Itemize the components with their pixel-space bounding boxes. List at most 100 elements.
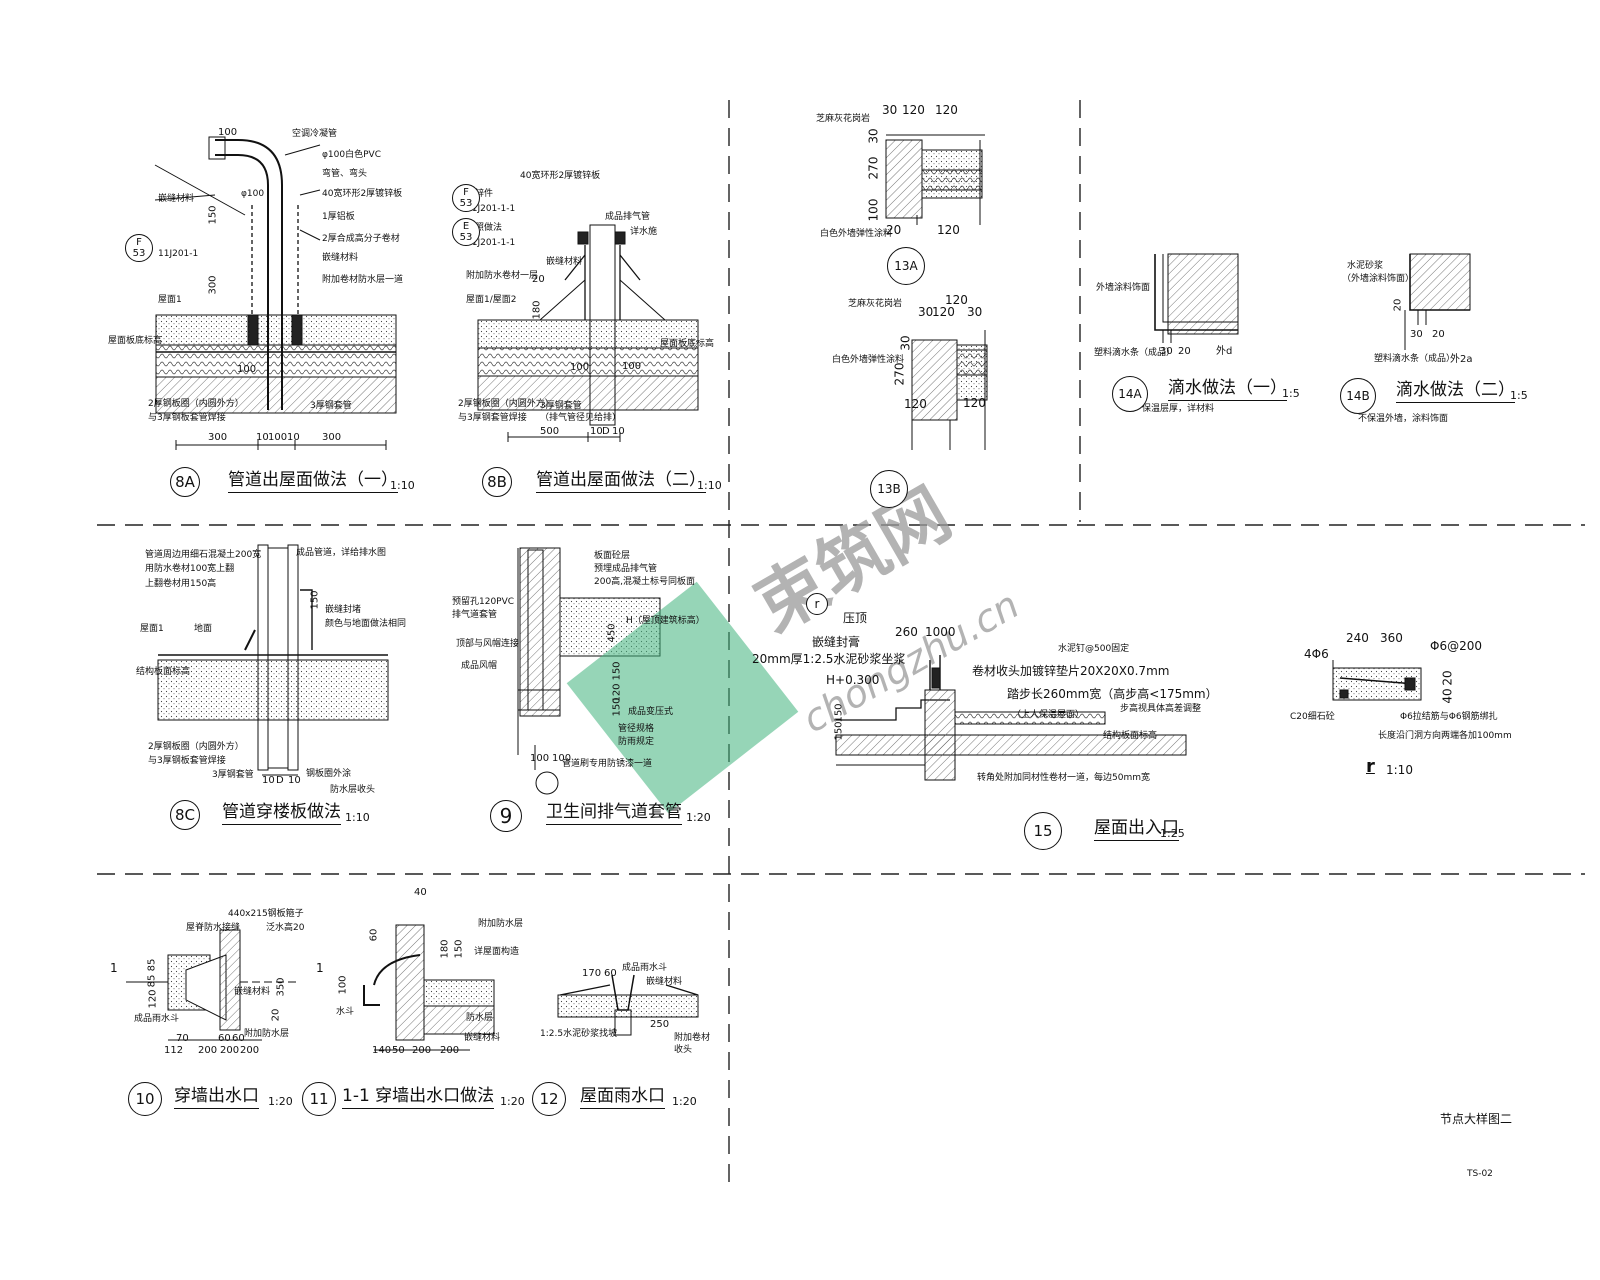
13a-dim: 120 [902, 103, 925, 117]
10-dim: 60 [232, 1033, 245, 1044]
15-label: （上人保温屋面） [1012, 710, 1085, 720]
8a-label: 空调冷凝管 [292, 129, 338, 139]
8a-dim: 300 [207, 275, 219, 295]
11-dim: 150 [453, 939, 465, 959]
8b-title: 管道出屋面做法（二） [536, 472, 706, 493]
11-label: 详屋面构造 [474, 947, 520, 957]
8a-label: 3厚钢套管 [310, 401, 352, 411]
9-dim: 450 [606, 623, 618, 643]
8b-ref-bottom: 53 [459, 232, 473, 243]
r-dim: 40 [1440, 688, 1455, 704]
8b-label: 11J201-1-1 [466, 238, 516, 248]
detail-15-drawing [835, 655, 1187, 781]
9-label: 排气道套管 [452, 610, 498, 620]
11-dim: 40 [414, 887, 427, 898]
12-title: 屋面雨水口 [580, 1088, 665, 1109]
15-label: 1000 [925, 625, 956, 639]
13b-dim: 30 [918, 305, 934, 319]
8a-title: 管道出屋面做法（一） [228, 472, 398, 493]
8b-label: 2厚钢板圈（内圆外方） [458, 399, 554, 409]
8a-label: 2厚合成高分子卷材 [322, 234, 400, 244]
8c-dim: 150 [309, 590, 321, 610]
15-label: 卷材收头加镀锌垫片20X20X0.7mm [972, 664, 1170, 678]
detail-8a-drawing [154, 136, 397, 450]
r-label: Φ6拉结筋与Φ6钢筋绑扎 [1400, 712, 1498, 722]
10-dim: 112 [164, 1045, 184, 1056]
sheet-name: 节点大样图二 [1440, 1112, 1513, 1126]
8b-dim: 100 [622, 361, 642, 372]
8c-label: 与3厚钢板套管焊接 [148, 756, 226, 766]
10-scale: 1:20 [268, 1095, 293, 1108]
12-scale: 1:20 [672, 1095, 697, 1108]
10-label: 成品雨水斗 [134, 1014, 180, 1024]
13b-dim: 270 [892, 362, 907, 386]
15-label: 嵌缝封膏 [812, 635, 861, 649]
12-dim: 170 [582, 968, 602, 979]
9-label: 200高,混凝土标号同板面 [594, 577, 696, 587]
13b-dim: 30 [898, 335, 913, 351]
8a-dim: 300 [322, 432, 342, 443]
9-label: 管道刷专用防锈漆一道 [562, 759, 653, 769]
8c-label: 管道周边用细石混凝土200宽 [145, 550, 262, 560]
15-label: 转角处附加同材性卷材一道，每边50mm宽 [977, 773, 1150, 783]
9-label: 顶部与风帽连接 [456, 639, 520, 649]
14b-label: 不保温外墙，涂料饰面 [1358, 414, 1449, 424]
13a-dim: 270 [866, 156, 881, 180]
detail-10-drawing [126, 929, 300, 1041]
11-label: 附加防水层 [478, 919, 524, 929]
8b-dim: 20 [532, 274, 545, 285]
10-dim: 20 [270, 1008, 282, 1022]
r-dim: 360 [1380, 631, 1403, 645]
10-label: 泛水高20 [266, 923, 305, 933]
8a-label: 40宽环形2厚镀锌板 [322, 189, 403, 199]
9-label: H（屋顶建筑标高） [626, 616, 705, 626]
15-title: 屋面出入口 [1094, 820, 1179, 841]
8b-ref-top: E [462, 221, 470, 232]
13b-dim: 120 [932, 305, 955, 319]
8c-label: 3厚钢套管 [212, 770, 254, 780]
8b-dim: 10 [612, 426, 625, 437]
8c-label: 嵌缝封堵 [325, 605, 362, 615]
11-title: 1-1 穿墙出水口做法 [342, 1088, 495, 1109]
8b-dim: 180 [531, 300, 543, 320]
8b-reference-bubble-e: E 53 [452, 218, 480, 246]
11-dim: 200 [440, 1045, 460, 1056]
10-label: 嵌缝材料 [234, 987, 271, 997]
8b-detail-bubble: 8B [482, 467, 512, 497]
8b-dim: D [602, 426, 610, 437]
10-title: 穿墙出水口 [174, 1088, 259, 1109]
14a-dim: 30 [1160, 346, 1173, 357]
8a-ref-bottom: 53 [132, 248, 146, 259]
detail-11-drawing [363, 924, 495, 1051]
14a-label: 保温层厚，详材料 [1142, 404, 1215, 414]
14b-label: 水泥砂浆 [1347, 261, 1384, 271]
14b-title: 滴水做法（二） [1396, 382, 1515, 403]
8b-label: 11J201-1-1 [466, 204, 516, 214]
8b-label: 详水施 [630, 227, 658, 237]
11-dim: 100 [337, 975, 349, 995]
14b-label: 塑料滴水条（成品） [1374, 354, 1456, 364]
11-dim: 50 [392, 1045, 405, 1056]
8b-label: （排气管径见给排） [540, 413, 622, 423]
8b-label: 40宽环形2厚镀锌板 [520, 171, 601, 181]
12-detail-bubble: 12 [532, 1082, 566, 1116]
8a-label: 屋面1 [158, 295, 182, 305]
10-dim: 85 [146, 974, 158, 988]
8c-label: 钢板圈外涂 [306, 769, 352, 779]
8c-label: 防水层收头 [330, 785, 376, 795]
10-section-mark: 1 [316, 961, 324, 975]
10-dim: 200 [198, 1045, 218, 1056]
15-section-marker: r [806, 593, 828, 615]
10-dim: 350 [275, 977, 287, 997]
15-scale: 1:25 [1160, 827, 1185, 840]
detail-8b-drawing [477, 224, 699, 442]
8a-label: 2厚钢板圈（内圆外方） [148, 399, 244, 409]
13a-dim: 20 [886, 223, 902, 237]
8b-label: 成品排气管 [605, 212, 651, 222]
8b-scale: 1:10 [697, 479, 722, 492]
9-dim: 100 [552, 753, 572, 764]
r-detail-id: r [1366, 756, 1375, 777]
13a-dim: 30 [882, 103, 898, 117]
8a-label: 11J201-1 [158, 249, 199, 259]
